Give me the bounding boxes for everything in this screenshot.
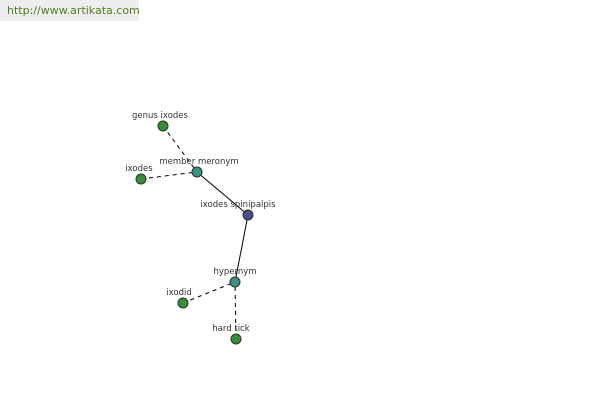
edge-ixodes-spinipalpis-hypernym bbox=[234, 214, 249, 283]
node-label-ixodes-spinipalpis[interactable]: ixodes spinipalpis bbox=[200, 200, 276, 210]
node-member-meronym[interactable]: member meronym bbox=[159, 157, 239, 178]
node-label-genus-ixodes[interactable]: genus ixodes bbox=[132, 111, 188, 121]
node-ixodes[interactable]: ixodes bbox=[125, 164, 153, 185]
node-circle-genus-ixodes[interactable] bbox=[157, 120, 169, 132]
node-ixodes-spinipalpis[interactable]: ixodes spinipalpis bbox=[200, 200, 276, 221]
edge-ixodid-hypernym bbox=[182, 281, 236, 304]
node-label-hard-tick[interactable]: hard tick bbox=[212, 324, 249, 334]
node-genus-ixodes[interactable]: genus ixodes bbox=[132, 111, 189, 132]
node-circle-ixodid[interactable] bbox=[177, 297, 189, 309]
edge-member-meronym-ixodes-spinipalpis bbox=[196, 171, 249, 216]
node-label-ixodid[interactable]: ixodid bbox=[166, 288, 191, 298]
node-label-member-meronym[interactable]: member meronym bbox=[159, 157, 238, 167]
watermark-bar: http://www.artikata.com bbox=[0, 0, 140, 21]
node-hard-tick[interactable]: hard tick bbox=[212, 324, 250, 345]
node-label-hypernym[interactable]: hypernym bbox=[213, 267, 256, 277]
node-circle-hard-tick[interactable] bbox=[230, 333, 242, 345]
node-circle-member-meronym[interactable] bbox=[191, 166, 203, 178]
graph-edges bbox=[140, 125, 249, 340]
node-ixodid[interactable]: ixodid bbox=[166, 288, 192, 309]
edge-hard-tick-hypernym bbox=[234, 281, 237, 340]
node-hypernym[interactable]: hypernym bbox=[213, 267, 257, 288]
node-circle-ixodes-spinipalpis[interactable] bbox=[242, 209, 254, 221]
node-circle-hypernym[interactable] bbox=[229, 276, 241, 288]
node-label-ixodes[interactable]: ixodes bbox=[125, 164, 153, 174]
node-circle-ixodes[interactable] bbox=[135, 173, 147, 185]
graph-nodes: genus ixodes member meronym ixodes ixodes s… bbox=[125, 111, 276, 345]
edge-genus-ixodes-member-meronym bbox=[162, 125, 198, 173]
edge-ixodes-member-meronym bbox=[140, 171, 198, 180]
watermark-url[interactable]: http://www.artikata.com bbox=[7, 4, 140, 17]
